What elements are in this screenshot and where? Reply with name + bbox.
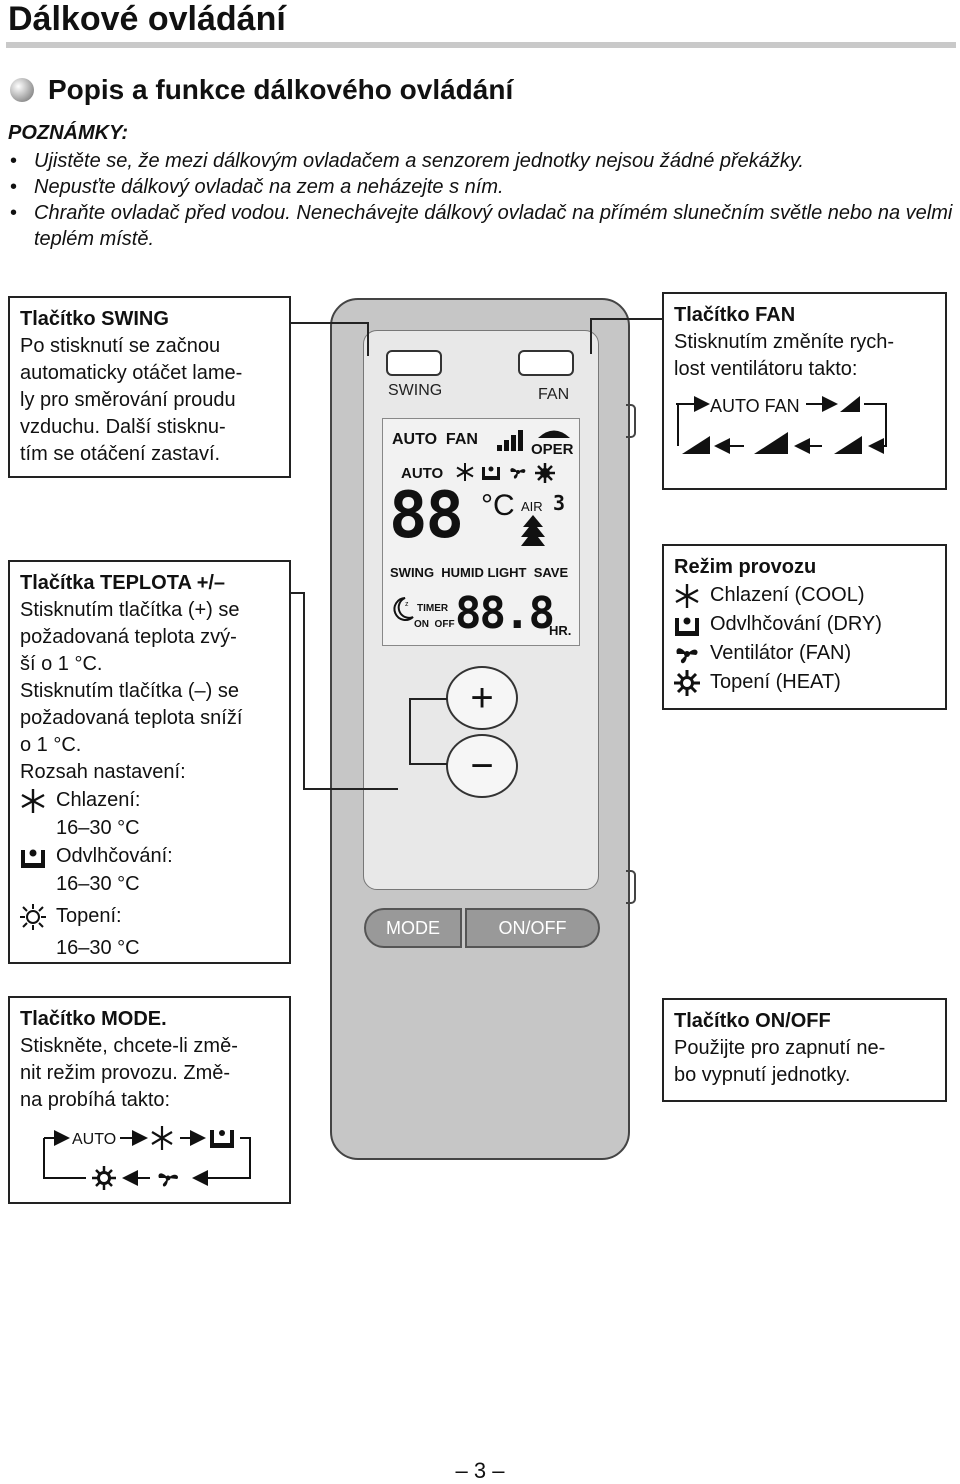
fan-button[interactable] (518, 350, 574, 376)
note-item: Chraňte ovladač před vodou. Nenechávejte… (8, 200, 953, 252)
mode-button-callout-text: Stiskněte, chcete-li změ- nit režim prov… (20, 1035, 238, 1111)
oper-arc-icon (538, 430, 570, 438)
snowflake-icon (456, 463, 474, 481)
temp-bracket-line (409, 763, 447, 765)
swing-callout-title: Tlačítko SWING (20, 308, 169, 330)
range-value: 16–30 °C (56, 873, 140, 895)
fan-leader-line (590, 318, 592, 354)
swing-leader-line (367, 322, 369, 356)
page-number: – 3 – (455, 1458, 505, 1483)
range-value: 16–30 °C (56, 937, 140, 959)
mode-button[interactable]: MODE (364, 908, 462, 948)
temp-bracket-line (409, 698, 411, 764)
mode-button-callout-title: Tlačítko MODE. (20, 1008, 167, 1030)
range-row: Topení: (20, 902, 279, 931)
temp-leader-line (303, 592, 305, 790)
dry-icon (675, 617, 699, 636)
mode-item-label: Topení (HEAT) (710, 671, 841, 693)
swing-button[interactable] (386, 350, 442, 376)
swing-callout-text: Po stisknutí se začnou automaticky otáče… (20, 335, 243, 465)
sun-icon (20, 903, 46, 930)
fan-callout-title: Tlačítko FAN (674, 304, 796, 326)
onoff-callout: Tlačítko ON/OFF Použijte pro zapnutí ne-… (662, 998, 947, 1102)
moon-icon: z (393, 597, 414, 621)
note-item: Nepusťte dálkový ovladač na zem a neháze… (8, 174, 953, 200)
section-heading: Popis a funkce dálkového ovládání (10, 74, 513, 106)
onoff-button[interactable]: ON/OFF (465, 908, 600, 948)
mode-item-label: Odvlhčování (DRY) (710, 613, 882, 635)
heat-icon (674, 669, 700, 696)
temp-bracket-line (409, 698, 447, 700)
lcd-hr: HR. (549, 623, 572, 638)
range-mode: Odvlhčování: (56, 845, 173, 867)
mode-button-callout: Tlačítko MODE. Stiskněte, chcete-li změ-… (8, 996, 291, 1204)
mode-item-label: Chlazení (COOL) (710, 584, 865, 606)
fan-callout: Tlačítko FAN Stisknutím změníte rych- lo… (662, 292, 947, 490)
swing-leader-line (290, 322, 368, 324)
temp-leader-line (303, 788, 398, 790)
lcd-air: AIR (521, 499, 543, 514)
fan-callout-text: Stisknutím změníte rych- lost ventilátor… (674, 331, 895, 380)
mode-item: Chlazení (COOL) (674, 581, 935, 610)
mode-item-label: Ventilátor (FAN) (710, 642, 852, 664)
swing-callout: Tlačítko SWING Po stisknutí se začnou au… (8, 296, 291, 478)
range-mode: Topení: (56, 905, 122, 927)
range-row: Odvlhčování: (20, 842, 279, 871)
lcd-temp-digits: 88 (389, 479, 464, 553)
fan-cycle-label: AUTO FAN (710, 396, 800, 416)
lcd-oper: OPER (531, 441, 574, 458)
tree-icon (521, 515, 545, 546)
onoff-callout-title: Tlačítko ON/OFF (674, 1010, 831, 1032)
dry-icon (21, 849, 45, 868)
lcd-functions: SWING HUMID LIGHT SAVE (390, 565, 569, 580)
lcd-air-digit: 3 (553, 491, 565, 515)
fan-icon (510, 468, 526, 479)
notes-title: POZNÁMKY: (8, 122, 128, 144)
lcd-auto-fan: AUTO FAN (392, 431, 478, 448)
fan-label: FAN (538, 386, 570, 403)
notes-list: Ujistěte se, že mezi dálkovým ovladačem … (8, 148, 953, 252)
range-mode: Chlazení: (56, 789, 141, 811)
svg-text:z: z (405, 601, 409, 608)
lcd-auto: AUTO (401, 465, 444, 482)
temp-minus-button[interactable]: − (446, 734, 518, 798)
fan-icon (676, 647, 698, 663)
title-rule (6, 42, 956, 48)
mode-item: Odvlhčování (DRY) (674, 610, 935, 639)
note-item: Ujistěte se, že mezi dálkovým ovladačem … (8, 148, 953, 174)
lcd-display: AUTO FAN OPER AUTO 88 °C AIR 3 SWING HUM… (382, 418, 580, 646)
range-value: 16–30 °C (56, 817, 140, 839)
lcd-timer: TIMER (417, 603, 449, 614)
lcd-timer-digits: 88.8 (455, 588, 555, 639)
mode-item: Topení (HEAT) (674, 668, 935, 697)
mode-item: Ventilátor (FAN) (674, 639, 935, 668)
mode-cycle-label: AUTO (72, 1131, 116, 1148)
fan-speed-icon (497, 430, 523, 451)
page-title: Dálkové ovládání (8, 0, 286, 38)
temp-plus-button[interactable]: + (446, 666, 518, 730)
operation-mode-callout: Režim provozu Chlazení (COOL) Odvlhčován… (662, 544, 947, 710)
snowflake-icon (21, 788, 45, 813)
temperature-callout: Tlačítka TEPLOTA +/– Stisknutím tlačítka… (8, 560, 291, 964)
temperature-callout-title: Tlačítka TEPLOTA +/– (20, 572, 226, 594)
range-row: Chlazení: (20, 786, 279, 815)
section-title: Popis a funkce dálkového ovládání (48, 74, 514, 105)
snowflake-icon (675, 583, 699, 608)
dry-icon (482, 466, 500, 480)
lcd-degc: °C (481, 489, 515, 522)
swing-label: SWING (388, 382, 443, 399)
temp-leader-line (290, 592, 304, 594)
remote-side-tab (626, 404, 636, 438)
remote-side-tab (626, 870, 636, 904)
heat-icon (535, 463, 555, 483)
operation-mode-title: Režim provozu (674, 556, 817, 578)
bullet-ball-icon (10, 78, 34, 102)
mode-cycle-diagram: AUTO (43, 1126, 251, 1190)
temperature-callout-text: Stisknutím tlačítka (+) se požadovaná te… (20, 599, 243, 783)
fan-cycle-diagram: AUTO FAN (676, 396, 887, 454)
lcd-on-off: ON OFF (414, 619, 455, 630)
onoff-callout-text: Použijte pro zapnutí ne- bo vypnutí jedn… (674, 1037, 886, 1086)
fan-leader-line (590, 318, 664, 320)
